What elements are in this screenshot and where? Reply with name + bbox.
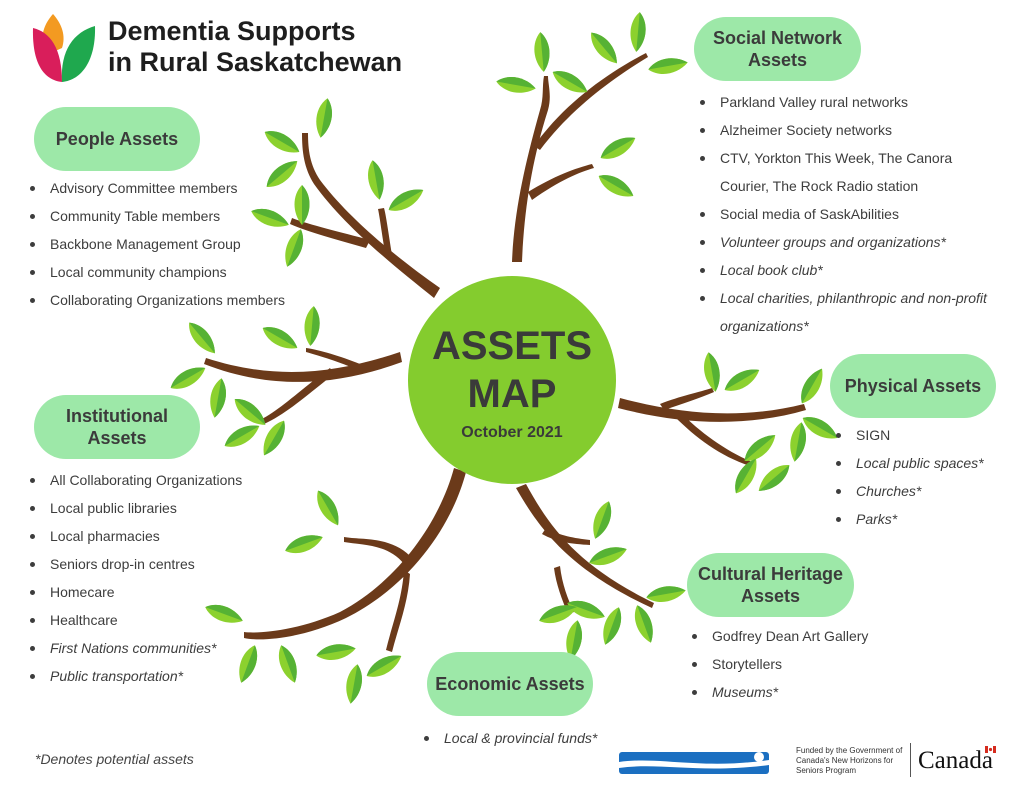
category-pill-people: People Assets [34,107,200,171]
footer-divider [910,743,911,777]
list-item: Local pharmacies [26,522,242,550]
category-pill-economic: Economic Assets [427,652,593,716]
list-item: Parkland Valley rural networks [696,88,987,116]
list-item: Local public spaces* [832,449,984,477]
category-label-people: People Assets [55,129,179,149]
spheru-logo [619,752,769,774]
list-item: Local charities, philanthropic and non-p… [696,284,987,312]
list-item: Local community champions [26,258,285,286]
list-item: First Nations communities* [26,634,242,662]
list-item: Advisory Committee members [26,174,285,202]
branch-physical [618,388,806,466]
center-date: October 2021 [461,424,563,441]
header-title: Dementia Supports in Rural Saskatchewan [108,16,402,78]
list-item: Local public libraries [26,494,242,522]
category-label-cultural-line2: Assets [740,586,801,606]
branch-cultural [516,484,654,614]
branch-social [512,53,648,262]
list-item: CTV, Yorkton This Week, The Canora [696,144,987,172]
category-label-economic: Economic Assets [435,674,585,694]
center-circle [408,276,616,484]
list-item: Backbone Management Group [26,230,285,258]
list-institutional: All Collaborating Organizations Local pu… [26,466,242,690]
category-label-institutional-line1: Institutional [66,406,168,426]
assets-map-center: ASSETS MAP October 2021 [409,284,615,476]
list-item: Homecare [26,578,242,606]
list-item: Museums* [688,678,868,706]
list-item: Local book club* [696,256,987,284]
list-people: Advisory Committee members Community Tab… [26,174,285,314]
list-item: Healthcare [26,606,242,634]
list-physical: SIGN Local public spaces* Churches* Park… [832,421,984,533]
list-item: Volunteer groups and organizations* [696,228,987,256]
list-item: Social media of SaskAbilities [696,200,987,228]
branch-institutional [204,348,402,424]
list-item: Parks* [832,505,984,533]
list-cultural-heritage: Godfrey Dean Art Gallery Storytellers Mu… [688,622,868,706]
center-title-line1: ASSETS [431,324,593,368]
funding-statement: Funded by the Government of Canada's New… [796,746,903,775]
header-title-line1: Dementia Supports [108,16,356,46]
category-label-social-line1: Social Network [712,28,843,48]
list-item: Collaborating Organizations members [26,286,285,314]
list-item: SIGN [832,421,984,449]
list-item: Alzheimer Society networks [696,116,987,144]
branch-lower-left [244,468,466,652]
canada-wordmark: Canada [918,747,993,774]
category-label-cultural-line1: Cultural Heritage [697,564,844,584]
list-item: Godfrey Dean Art Gallery [688,622,868,650]
footnote-potential-assets: *Denotes potential assets [35,751,194,767]
list-item: Local & provincial funds* [420,724,597,752]
list-item: Churches* [832,477,984,505]
category-label-physical: Physical Assets [844,376,982,396]
list-item-continuation: organizations* [720,318,809,334]
list-item: All Collaborating Organizations [26,466,242,494]
category-label-social-line2: Assets [747,50,808,70]
list-social-network: Parkland Valley rural networks Alzheimer… [696,88,987,340]
list-item: Storytellers [688,650,868,678]
list-economic: Local & provincial funds* [420,724,597,752]
branch-people [290,133,440,298]
category-pill-physical: Physical Assets [830,354,996,418]
list-item-continuation: Courier, The Rock Radio station [720,178,919,194]
list-item: Seniors drop-in centres [26,550,242,578]
header-title-line2: in Rural Saskatchewan [108,47,403,77]
category-label-institutional-line2: Assets [87,428,147,448]
tulip-logo-icon [32,14,96,82]
list-item: Community Table members [26,202,285,230]
canada-flag-icon [985,746,996,753]
center-title-line2: MAP [467,372,557,416]
list-item: Public transportation* [26,662,242,690]
